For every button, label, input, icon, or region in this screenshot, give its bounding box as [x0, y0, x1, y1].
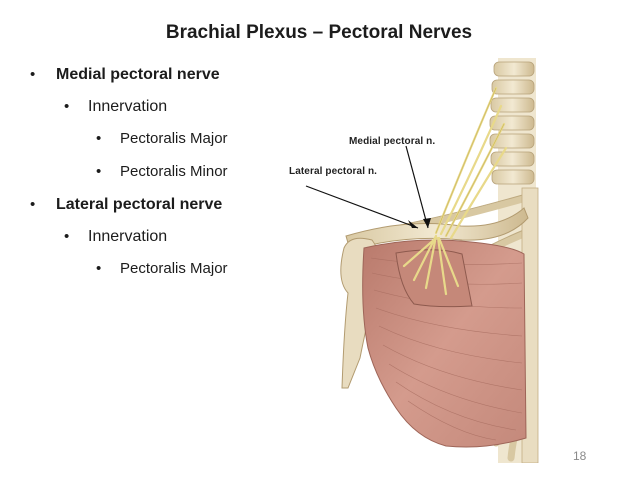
bullet-icon: • [64, 98, 70, 115]
bullet-pectoralis-major-lateral: • Pectoralis Major [96, 260, 228, 277]
bullet-lateral-pectoral-nerve: • Lateral pectoral nerve [30, 196, 222, 214]
bullet-innervation-medial: • Innervation [64, 98, 167, 116]
label-lateral-pectoral-n: Lateral pectoral n. [289, 166, 378, 177]
bullet-icon: • [96, 130, 102, 147]
pectoralis-major-muscle [362, 239, 527, 448]
bullet-text: Innervation [88, 98, 168, 115]
bullet-pectoralis-major-medial: • Pectoralis Major [96, 130, 228, 147]
slide-title: Brachial Plexus – Pectoral Nerves [165, 22, 473, 43]
bullet-icon: • [96, 260, 102, 277]
anatomy-illustration: Medial pectoral n. Lateral pectoral n. [286, 58, 548, 463]
bullet-text: Pectoralis Major [120, 260, 228, 277]
bullet-icon: • [30, 196, 36, 213]
bullet-text: Medial pectoral nerve [56, 66, 220, 83]
bullet-pectoralis-minor: • Pectoralis Minor [96, 163, 228, 180]
bullet-icon: • [96, 163, 102, 180]
bullet-icon: • [30, 66, 36, 83]
bullet-text: Pectoralis Minor [120, 163, 228, 180]
bullet-text: Pectoralis Major [120, 130, 228, 147]
label-pointers [305, 145, 429, 229]
bullet-text: Lateral pectoral nerve [56, 196, 223, 213]
anatomy-drawing [305, 58, 539, 463]
label-medial-pectoral-n: Medial pectoral n. [349, 136, 436, 147]
bullet-innervation-lateral: • Innervation [64, 228, 167, 246]
page-number: 18 [573, 449, 587, 463]
bullet-icon: • [64, 228, 70, 245]
bullet-text: Innervation [88, 228, 168, 245]
pectoralis-minor-muscle [395, 249, 473, 308]
bullet-medial-pectoral-nerve: • Medial pectoral nerve [30, 66, 220, 84]
